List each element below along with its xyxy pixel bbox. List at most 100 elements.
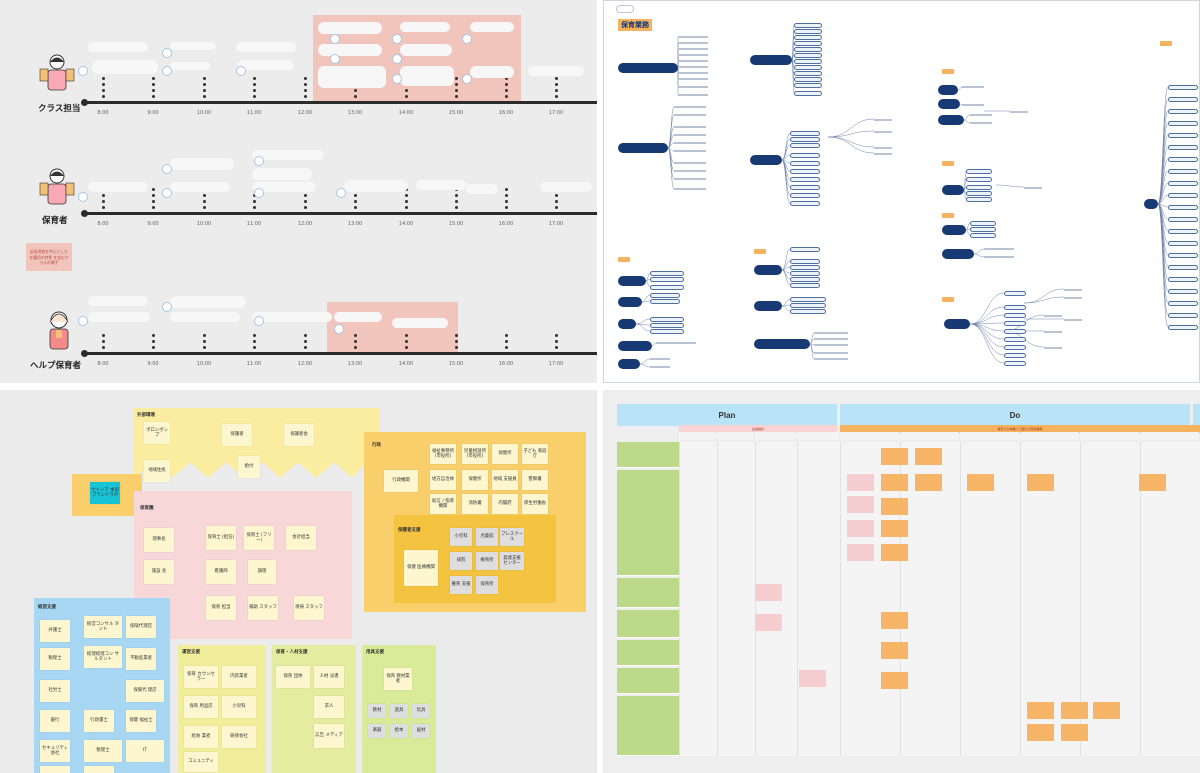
mindmap-leaf-node[interactable]: [1004, 361, 1026, 366]
sticky-note[interactable]: 子ども 家庭庁: [522, 444, 548, 464]
sticky-note[interactable]: 消防署: [462, 494, 488, 514]
sticky-note[interactable]: 弁護士: [40, 620, 70, 642]
mindmap-branch-node[interactable]: [618, 297, 642, 307]
sticky-note[interactable]: 保健 医療機関: [404, 550, 438, 586]
mindmap-leaf-node[interactable]: [1168, 241, 1198, 246]
sticky-note[interactable]: 地域経営: [40, 766, 70, 773]
sticky-note[interactable]: 病院: [450, 552, 472, 570]
mindmap-leaf-node[interactable]: [966, 185, 992, 190]
mindmap-leaf-node[interactable]: [794, 71, 822, 76]
mindmap-leaf-node[interactable]: [650, 271, 684, 276]
mindmap-leaf-node[interactable]: [794, 47, 822, 52]
sticky-note[interactable]: 地域住民: [144, 460, 170, 482]
mindmap-leaf-node[interactable]: [1168, 265, 1198, 270]
sticky-note[interactable]: 保育士 (担任): [206, 526, 236, 550]
sticky-note[interactable]: 養育 支援: [450, 576, 472, 594]
task-card[interactable]: [915, 474, 942, 491]
sticky-note[interactable]: 小児科: [450, 528, 472, 546]
sticky-note[interactable]: 教材: [368, 704, 386, 718]
mindmap-leaf-node[interactable]: [1168, 229, 1198, 234]
mindmap-branch-node[interactable]: [754, 265, 782, 275]
mindmap-leaf-node[interactable]: [650, 317, 684, 322]
planning-board-panel[interactable]: Plan Do 企画検討 保育士の本業にて園での保育業務: [603, 390, 1200, 773]
mindmap-leaf-node[interactable]: [790, 247, 820, 252]
task-card[interactable]: [881, 612, 908, 629]
sticky-note[interactable]: 保育士 (フリー): [244, 526, 274, 550]
mindmap-leaf-node[interactable]: [1168, 205, 1198, 210]
sticky-note[interactable]: 会計担当: [286, 526, 316, 550]
sticky-note[interactable]: 理事長: [144, 528, 174, 552]
task-card[interactable]: [755, 584, 782, 601]
task-card[interactable]: [847, 474, 874, 491]
mindmap-leaf-node[interactable]: [1168, 157, 1198, 162]
task-card[interactable]: [967, 474, 994, 491]
mindmap-leaf-node[interactable]: [1168, 277, 1198, 282]
sticky-note[interactable]: コミュニティ: [184, 752, 218, 772]
task-card[interactable]: [1027, 474, 1054, 491]
mindmap-leaf-node[interactable]: [1168, 217, 1198, 222]
sticky-note[interactable]: 研修会社: [222, 726, 256, 748]
sticky-note[interactable]: 保健所: [462, 470, 488, 490]
mindmap-leaf-node[interactable]: [790, 265, 820, 270]
mindmap-leaf-node[interactable]: [790, 143, 820, 148]
mindmap-leaf-node[interactable]: [790, 201, 820, 206]
sticky-note[interactable]: 税理士: [40, 648, 70, 670]
mindmap-branch-node[interactable]: [750, 55, 792, 65]
mindmap-branch-node[interactable]: [938, 85, 958, 95]
sticky-note[interactable]: 保育 カウンセラー: [184, 666, 218, 688]
mindmap-leaf-node[interactable]: [790, 303, 826, 308]
sticky-note[interactable]: 看護師: [206, 560, 236, 584]
mindmap-branch-node[interactable]: [944, 319, 970, 329]
mindmap-leaf-node[interactable]: [650, 329, 684, 334]
mindmap-leaf-node[interactable]: [1168, 169, 1198, 174]
sticky-note[interactable]: 保育 用品店: [184, 696, 218, 718]
mindmap-leaf-node[interactable]: [794, 23, 822, 28]
mindmap-leaf-node[interactable]: [1004, 337, 1026, 342]
mindmap-leaf-node[interactable]: [970, 227, 996, 232]
sticky-note[interactable]: 補助 スタッフ: [248, 596, 278, 620]
mindmap-branch-node[interactable]: [942, 249, 974, 259]
task-card[interactable]: [881, 474, 908, 491]
mindmap-leaf-node[interactable]: [1004, 329, 1026, 334]
sticky-note[interactable]: 内装業者: [222, 666, 256, 688]
mindmap-leaf-node[interactable]: [1168, 313, 1198, 318]
mindmap-leaf-node[interactable]: [966, 169, 992, 174]
sticky-note[interactable]: 地域 支援員: [492, 470, 518, 490]
task-card[interactable]: [881, 544, 908, 561]
sticky-note[interactable]: セキュリティ 会社: [40, 740, 70, 762]
mindmap-leaf-node[interactable]: [650, 293, 680, 298]
sticky-note[interactable]: 福祉事務所 (市役所): [430, 444, 456, 464]
mindmap-branch-node[interactable]: [942, 185, 964, 195]
mindmap-branch-node[interactable]: [618, 63, 678, 73]
task-card[interactable]: [1027, 724, 1054, 741]
task-card[interactable]: [755, 614, 782, 631]
sticky-note[interactable]: 不動産業者: [126, 648, 156, 670]
mindmap-branch-node[interactable]: [1144, 199, 1158, 209]
sticky-note[interactable]: 保護者: [222, 424, 252, 446]
mindmap-leaf-node[interactable]: [790, 161, 820, 166]
task-card[interactable]: [881, 672, 908, 689]
mindmap-leaf-node[interactable]: [790, 131, 820, 136]
mindmap-leaf-node[interactable]: [794, 65, 822, 70]
task-card[interactable]: [1061, 724, 1088, 741]
sticky-note[interactable]: 遊具: [390, 704, 408, 718]
mindmap-leaf-node[interactable]: [790, 271, 820, 276]
mindmap-leaf-node[interactable]: [970, 233, 996, 238]
mindmap-leaf-node[interactable]: [794, 41, 822, 46]
mindmap-branch-node[interactable]: [618, 143, 668, 153]
sticky-note[interactable]: 求人: [314, 696, 344, 718]
mindmap-branch-node[interactable]: [618, 276, 646, 286]
mindmap-leaf-node[interactable]: [794, 77, 822, 82]
mindmap-branch-node[interactable]: [618, 341, 652, 351]
task-card[interactable]: [847, 544, 874, 561]
mindmap-leaf-node[interactable]: [1168, 121, 1198, 126]
mindmap-leaf-node[interactable]: [1168, 97, 1198, 102]
sticky-note[interactable]: 保健所: [492, 444, 518, 464]
task-card[interactable]: [847, 520, 874, 537]
mindmap-leaf-node[interactable]: [650, 277, 684, 282]
sticky-note[interactable]: 銀行: [40, 710, 70, 732]
sticky-note[interactable]: 保健 福祉士: [126, 710, 156, 732]
task-card[interactable]: [1139, 474, 1166, 491]
sticky-note[interactable]: 清掃 スタッフ: [294, 596, 324, 620]
